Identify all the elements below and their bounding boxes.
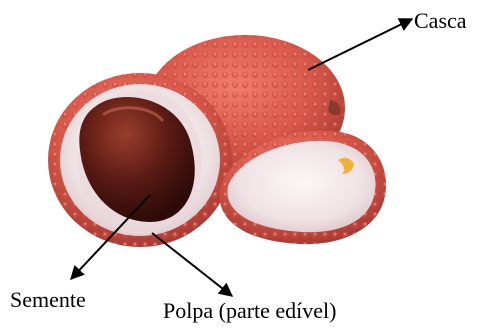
label-semente: Semente bbox=[10, 288, 86, 312]
arrow-polpa bbox=[152, 233, 232, 296]
arrow-casca bbox=[308, 19, 412, 70]
label-polpa: Polpa (parte edível) bbox=[163, 299, 337, 323]
label-casca: Casca bbox=[414, 9, 467, 33]
